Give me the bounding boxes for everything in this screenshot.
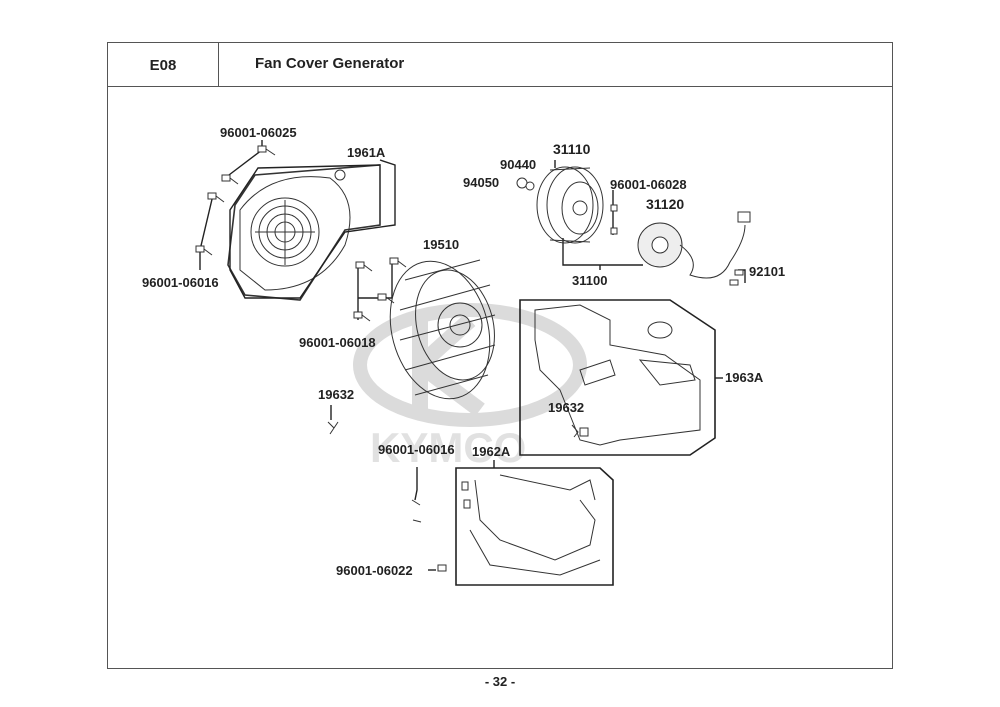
- fan-cover-part: [227, 164, 381, 301]
- stator-part: [637, 211, 751, 279]
- header-divider: [107, 86, 893, 87]
- part-label: 31100: [572, 273, 608, 288]
- part-label: 96001-06022: [336, 563, 413, 578]
- clip-icons: [327, 421, 589, 523]
- part-label: 1961A: [347, 145, 386, 160]
- diagram-frame: [107, 42, 893, 669]
- part-label: 96001-06028: [610, 177, 687, 192]
- part-label: 19510: [423, 237, 460, 252]
- part-label: 31120: [646, 196, 685, 212]
- page-number: - 32 -: [484, 674, 516, 689]
- lower-cover-part: [461, 474, 601, 576]
- part-label: 19632: [318, 387, 355, 402]
- watermark-text: KYMCO: [370, 424, 526, 471]
- part-label: 96001-06016: [142, 275, 219, 290]
- part-label: 90440: [500, 157, 537, 172]
- kymco-watermark-logo: KYMCO: [353, 303, 587, 471]
- page-title: Fan Cover Generator: [255, 55, 405, 72]
- fan-shroud-part: [534, 304, 701, 446]
- part-label: 92101: [749, 264, 786, 279]
- part-label: 96001-06016: [378, 442, 455, 457]
- screw-icons: [195, 145, 744, 572]
- flywheel-part: [536, 166, 604, 244]
- leader-lines: [199, 140, 746, 586]
- part-label: 31110: [553, 141, 591, 157]
- part-label: 19632: [548, 400, 585, 415]
- cooling-fan-part: [389, 259, 496, 400]
- part-label: 96001-06025: [220, 125, 297, 140]
- part-label: 94050: [463, 175, 500, 190]
- section-code: E08: [107, 42, 219, 87]
- part-label: 96001-06018: [299, 335, 376, 350]
- part-label: 1962A: [472, 444, 511, 459]
- part-label: 1963A: [725, 370, 764, 385]
